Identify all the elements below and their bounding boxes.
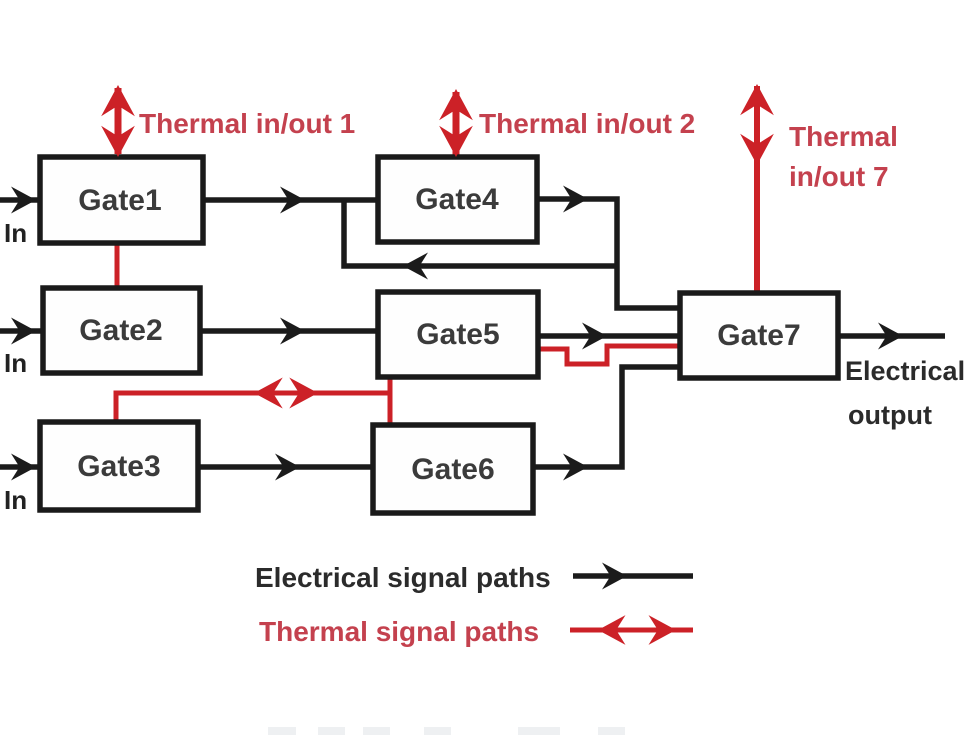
gate7-label: Gate7 bbox=[717, 319, 800, 352]
cropped-caption-artifact bbox=[268, 727, 625, 735]
gate5-label: Gate5 bbox=[416, 318, 499, 351]
gate-boxes bbox=[37, 154, 841, 516]
input1-label: In bbox=[4, 218, 27, 248]
gate3-label: Gate3 bbox=[77, 450, 160, 483]
input-labels: In In In bbox=[4, 218, 27, 515]
input3-label: In bbox=[4, 485, 27, 515]
gate2-label: Gate2 bbox=[79, 314, 162, 347]
output-label: Electrical output bbox=[845, 356, 965, 430]
thermal-inout2-label: Thermal in/out 2 bbox=[479, 108, 695, 139]
input2-label: In bbox=[4, 348, 27, 378]
electrical-path-gate6-gate7 bbox=[533, 364, 680, 470]
electrical-path-gate4-feedback bbox=[341, 200, 617, 269]
gate6-box bbox=[370, 422, 536, 516]
thermal-path-gate5-gate7 bbox=[538, 343, 682, 367]
gate5-box bbox=[375, 289, 541, 380]
gate6-label: Gate6 bbox=[411, 453, 494, 486]
thermal-port-labels: Thermal in/out 1 Thermal in/out 2 Therma… bbox=[139, 108, 898, 192]
gate1-label: Gate1 bbox=[78, 184, 161, 217]
gate1-box bbox=[37, 154, 206, 246]
electrical-output-label-line2: output bbox=[848, 400, 932, 430]
legend-electrical-label: Electrical signal paths bbox=[255, 562, 551, 593]
gate3-box bbox=[37, 419, 201, 513]
thermal-inout1-label: Thermal in/out 1 bbox=[139, 108, 355, 139]
thermal-inout7-label-line2: in/out 7 bbox=[789, 161, 889, 192]
thermal-inout7-label-line1: Thermal bbox=[789, 121, 898, 152]
gate4-label: Gate4 bbox=[415, 183, 499, 216]
gate7-box bbox=[677, 290, 841, 381]
gate-labels: Gate1 Gate2 Gate3 Gate4 Gate5 Gate6 Gate… bbox=[77, 183, 800, 486]
legend-thermal-label: Thermal signal paths bbox=[259, 616, 539, 647]
legend: Electrical signal paths Thermal signal p… bbox=[255, 562, 693, 647]
electrical-output-label-line1: Electrical bbox=[845, 356, 965, 386]
electrical-path-gate4-gate7 bbox=[537, 196, 680, 311]
gate2-box bbox=[40, 285, 203, 376]
gate4-box bbox=[375, 154, 540, 245]
thermal-path-gate3-gate5 bbox=[113, 390, 390, 424]
